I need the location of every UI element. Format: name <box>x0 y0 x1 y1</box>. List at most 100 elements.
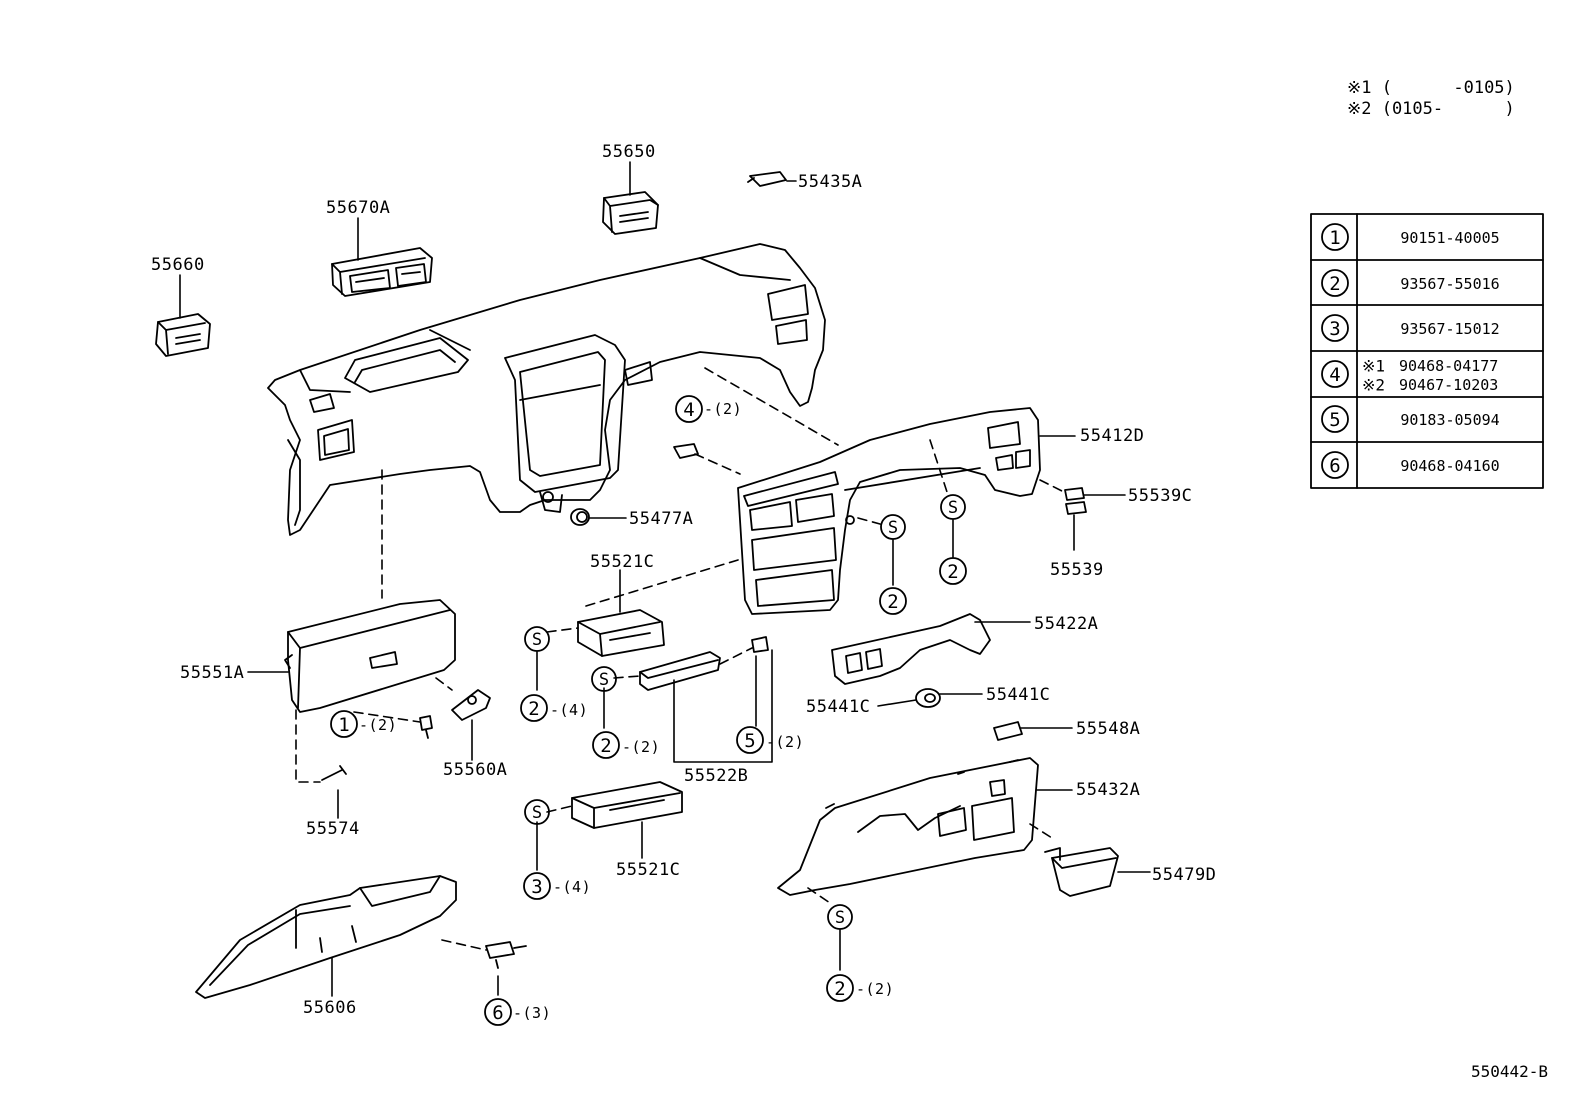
callout-symbols <box>330 395 967 1026</box>
table-part-number: 90468-04160 <box>1400 457 1499 475</box>
table-part-number: 93567-55016 <box>1400 275 1499 293</box>
callout-number: 2 <box>887 591 898 613</box>
note-mark-1: ※1 ( -0105) <box>1347 78 1515 98</box>
box-55479d-drawing <box>1044 847 1119 897</box>
part-label-55432a: 55432A <box>1076 780 1141 800</box>
qty-callout-6: -(3) <box>513 1004 552 1022</box>
table-mark: ※1 <box>1362 357 1385 376</box>
part-label-55477a: 55477A <box>629 509 694 529</box>
switch-55441c-drawing <box>915 688 941 708</box>
s-circle <box>591 666 617 692</box>
s-mark: S <box>532 630 542 650</box>
part-label-55441c-left: 55441C <box>806 697 871 717</box>
qty-callout-2a: -(4) <box>550 701 589 719</box>
s-mark: S <box>599 670 609 690</box>
part-label-55560a: 55560A <box>443 760 508 780</box>
part-label-55670a: 55670A <box>326 198 391 218</box>
bracket-55606-drawing <box>195 875 457 999</box>
vent-55670a-drawing <box>331 247 433 297</box>
bracket-55539-drawing <box>1064 487 1087 515</box>
part-label-55539: 55539 <box>1050 560 1104 580</box>
part-label-55521c-bottom: 55521C <box>616 860 681 880</box>
bolt-55574-drawing <box>321 765 347 781</box>
qty-callout-5: -(2) <box>766 733 805 751</box>
vent-55650-drawing <box>602 191 659 235</box>
s-mark: S <box>835 908 845 928</box>
callout-number: 1 <box>338 714 349 736</box>
table-part-number: 90151-40005 <box>1400 229 1499 247</box>
table-number: 5 <box>1329 409 1340 431</box>
clip-6-drawing <box>485 941 527 969</box>
part-label-55412d: 55412D <box>1080 426 1145 446</box>
part-label-55660: 55660 <box>151 255 205 275</box>
part-label-55650: 55650 <box>602 142 656 162</box>
instrument-panel-drawing <box>267 243 826 536</box>
table-part-number: 90467-10203 <box>1399 376 1498 394</box>
radio-bracket-bottom-drawing <box>571 781 683 829</box>
s-circle <box>827 904 853 930</box>
clip-5-drawing <box>751 636 769 653</box>
leader-lines <box>179 161 1151 997</box>
qty-callout-4: -(2) <box>704 400 743 418</box>
s-mark: S <box>948 498 958 518</box>
cover-55522b-drawing <box>639 651 721 691</box>
callout-number: 3 <box>531 876 542 898</box>
part-label-55522b: 55522B <box>684 766 749 786</box>
figure-reference: 550442-B <box>1470 1062 1548 1081</box>
clip-4-drawing <box>673 443 699 459</box>
table-number: 4 <box>1329 364 1340 386</box>
note-mark-2: ※2 (0105- ) <box>1347 99 1515 119</box>
table-number: 3 <box>1329 318 1340 340</box>
glove-box-55551a-drawing <box>284 599 456 713</box>
dashed-lines <box>295 367 1065 951</box>
table-number: 6 <box>1329 455 1340 477</box>
part-label-55521c-top: 55521C <box>590 552 655 572</box>
lower-panel-55422a-drawing <box>831 613 991 685</box>
part-label-55422a: 55422A <box>1034 614 1099 634</box>
part-label-55479d: 55479D <box>1152 865 1217 885</box>
fastener-table <box>1310 213 1544 489</box>
clip-55435a-drawing <box>747 171 787 187</box>
callout-number: 2 <box>528 698 539 720</box>
cluster-panel-55412d-drawing <box>737 407 1041 615</box>
vent-55660-drawing <box>155 313 211 357</box>
s-circle <box>880 514 906 540</box>
table-number: 2 <box>1329 273 1340 295</box>
callout-symbol-text: S S S S S S 2 2 4 1 2 2 5 3 2 6 <box>338 399 958 1024</box>
callout-number: 6 <box>492 1002 503 1024</box>
part-label-55441c-right: 55441C <box>986 685 1051 705</box>
knob-55477a-drawing <box>570 508 590 526</box>
plug-55548a-drawing <box>993 721 1023 741</box>
callout-number: 2 <box>600 735 611 757</box>
fastener-table-text: 1 2 3 4 5 6 90151-40005 93567-55016 9356… <box>1329 227 1499 477</box>
lock-55560a-drawing <box>451 689 491 721</box>
qty-callout-1: -(2) <box>359 716 398 734</box>
table-part-number: 93567-15012 <box>1400 320 1499 338</box>
qty-callout-3: -(4) <box>553 878 592 896</box>
table-number: 1 <box>1329 227 1340 249</box>
callout-number: 5 <box>744 730 755 752</box>
callout-number: 4 <box>683 399 694 421</box>
lower-panel-55432a-drawing <box>777 757 1039 896</box>
qty-callout-2b: -(2) <box>622 738 661 756</box>
table-part-number: 90183-05094 <box>1400 411 1499 429</box>
part-label-55606: 55606 <box>303 998 357 1018</box>
part-label-55435a: 55435A <box>798 172 863 192</box>
qty-callout-2c: -(2) <box>856 980 895 998</box>
screw-1-drawing <box>419 715 433 739</box>
part-label-55539c: 55539C <box>1128 486 1193 506</box>
s-circle <box>524 626 550 652</box>
s-circle <box>940 494 966 520</box>
s-mark: S <box>532 803 542 823</box>
callout-number: 2 <box>947 561 958 583</box>
table-mark: ※2 <box>1362 376 1385 395</box>
part-label-55548a: 55548A <box>1076 719 1141 739</box>
part-label-55551a: 55551A <box>180 663 245 683</box>
callout-number: 2 <box>834 978 845 1000</box>
radio-bracket-top-drawing <box>577 609 665 657</box>
s-mark: S <box>888 518 898 538</box>
s-circle <box>524 799 550 825</box>
table-part-number: 90468-04177 <box>1399 357 1498 375</box>
part-label-55574: 55574 <box>306 819 360 839</box>
